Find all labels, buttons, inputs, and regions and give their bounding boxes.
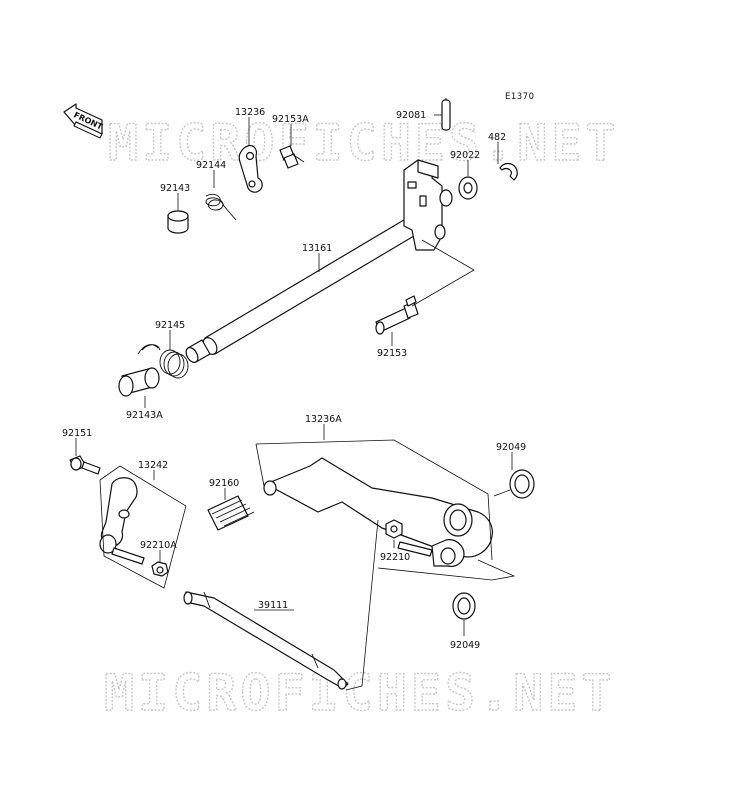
label-482: 482 (488, 132, 506, 143)
watermark-bottom: MICROFICHES.NET (104, 664, 616, 722)
label-92081: 92081 (396, 110, 426, 121)
part-92049-seal-lower (452, 592, 476, 620)
part-39111-rod (183, 591, 349, 690)
diagram-code: E1370 (505, 92, 535, 102)
part-92145-spring (137, 344, 189, 379)
part-92143A-collar (118, 367, 160, 397)
part-92153A-bolt (279, 145, 305, 169)
label-13161: 13161 (302, 243, 332, 254)
part-92210-nut (385, 519, 403, 539)
label-92049-upper: 92049 (496, 442, 526, 453)
label-13236A: 13236A (305, 414, 342, 425)
part-92143-collar (167, 210, 189, 234)
label-92153: 92153 (377, 348, 407, 359)
part-92022-washer (458, 176, 478, 200)
label-92143A: 92143A (126, 410, 163, 421)
part-92160-rubber (207, 495, 255, 531)
leader-lines-upper (144, 114, 499, 408)
label-92210A: 92210A (140, 540, 177, 551)
label-92210: 92210 (380, 552, 410, 563)
label-13242: 13242 (138, 460, 168, 471)
watermark-top: MICROFICHES.NET (108, 114, 620, 172)
label-92153A: 92153A (272, 114, 309, 125)
label-92022: 92022 (450, 150, 480, 161)
label-92144: 92144 (196, 160, 226, 171)
part-92153-bolt (375, 295, 419, 335)
part-13242-arm (99, 477, 145, 565)
part-13236-lever (238, 144, 263, 193)
part-92151-bolt (69, 455, 101, 475)
label-92145: 92145 (155, 320, 185, 331)
label-92151: 92151 (62, 428, 92, 439)
part-92081-spring (441, 98, 451, 131)
label-39111: 39111 (258, 600, 288, 611)
label-92049-lower: 92049 (450, 640, 480, 651)
label-13236: 13236 (235, 107, 265, 118)
part-482-circlip (499, 162, 518, 181)
leader-lines-lower (75, 424, 516, 691)
label-92160: 92160 (209, 478, 239, 489)
part-13161-shift-shaft (185, 159, 453, 363)
front-arrow-icon: FRONT (63, 103, 104, 139)
part-92049-seal-upper (509, 469, 535, 499)
label-92143: 92143 (160, 183, 190, 194)
part-92210A-nut (151, 561, 169, 577)
part-13236A-shift-pedal (263, 457, 493, 567)
part-92144-spring (205, 193, 237, 221)
part-labels: 13236 92153A 92144 92143 92081 482 92022… (62, 107, 526, 651)
